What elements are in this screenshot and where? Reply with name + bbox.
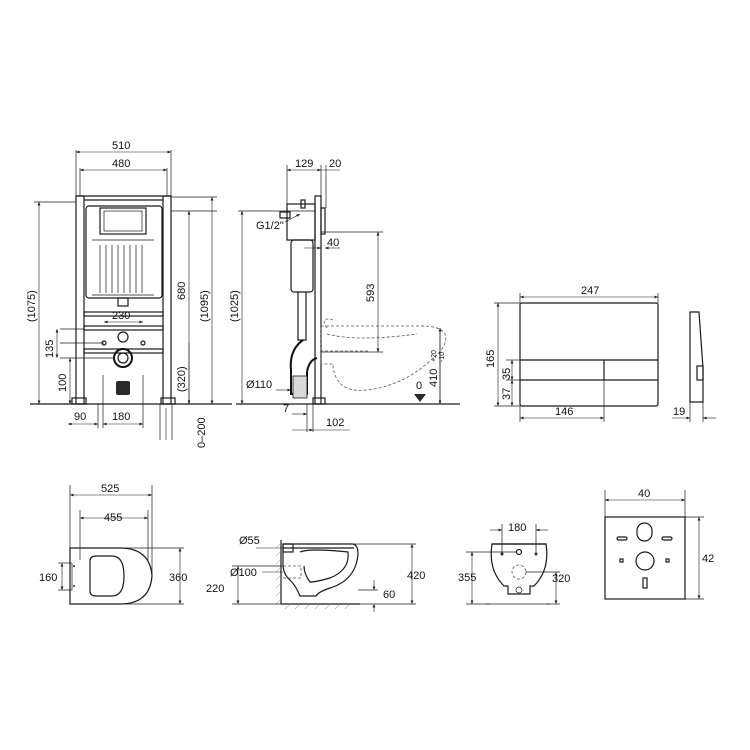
dim-brear-355: 355: [458, 572, 476, 584]
dim-bowl-160: 160: [39, 572, 57, 584]
dim-brear-320: 320: [552, 573, 570, 585]
dim-frame-230: 230: [112, 310, 130, 322]
dim-plate-37: 37: [501, 388, 513, 400]
label-zero: 0: [416, 380, 422, 392]
bowl-rear-outline: [490, 543, 548, 595]
dim-bside-d55: Ø55: [239, 535, 260, 547]
flush-plate-profile: [689, 311, 704, 403]
dim-side-593: 593: [365, 284, 377, 302]
mounting-template: 40 42: [604, 488, 714, 600]
bowl-rear-view: 180 355 320: [458, 522, 570, 605]
frame-front-view: 510 480 (1075) 135 100 680 (1095) (320) …: [26, 140, 232, 448]
dim-bside-60: 60: [383, 589, 395, 601]
dim-frame-90: 90: [74, 411, 86, 423]
dim-tpl-40: 40: [638, 488, 650, 500]
frame-left-post: [75, 195, 85, 405]
frame-right-post: [162, 195, 172, 405]
frame-side-view: 129 20 G1/2" 40 (1025) 593 Ø110 410 +20 …: [229, 158, 460, 432]
flush-plate: [519, 302, 659, 407]
dim-frame-510: 510: [112, 140, 130, 152]
bowl-top-view: 525 455 160 360: [39, 483, 187, 605]
dim-plate-146: 146: [555, 406, 573, 418]
dim-bside-420: 420: [407, 570, 425, 582]
template-sheet: [604, 516, 686, 600]
dim-bside-d100: Ø100: [230, 567, 257, 579]
dim-plate-19: 19: [673, 406, 685, 418]
dim-frame-480: 480: [112, 158, 130, 170]
dim-frame-180: 180: [112, 411, 130, 423]
dim-side-d110: Ø110: [246, 379, 272, 391]
dim-side-102: 102: [326, 417, 344, 429]
dim-frame-0-200: 0–200: [196, 417, 208, 448]
dim-bside-220: 220: [206, 583, 224, 595]
bowl-top-outline: [69, 547, 153, 605]
bowl-side-view: Ø55 Ø100 220 420 60: [206, 535, 425, 612]
frame-side-post: [314, 195, 322, 405]
dim-frame-320: (320): [176, 366, 188, 392]
dim-frame-680: 680: [176, 282, 188, 300]
dim-bowl-360: 360: [169, 572, 187, 584]
dim-frame-135: 135: [44, 340, 56, 358]
dim-side-40: 40: [327, 237, 339, 249]
dim-plate-247: 247: [581, 285, 599, 297]
flush-opening: [99, 207, 147, 235]
dim-side-410: 410: [428, 369, 440, 387]
dim-frame-1075: (1075): [26, 290, 38, 322]
dim-plate-165: 165: [485, 350, 497, 368]
dim-side-129: 129: [295, 158, 313, 170]
flush-plate-view: 247 165 35 37 146 19: [485, 285, 716, 422]
dim-side-410-tol-up: +20: [431, 350, 438, 362]
dim-frame-100: 100: [57, 374, 69, 392]
dim-plate-35: 35: [501, 368, 513, 380]
dim-side-1025: (1025): [229, 290, 241, 322]
dim-tpl-42: 42: [702, 553, 714, 565]
dim-bowl-455: 455: [104, 512, 122, 524]
dim-bowl-525: 525: [101, 483, 119, 495]
drain-pipe-front: [113, 348, 133, 368]
wc-bowl-dashed: [320, 325, 447, 391]
dim-side-7: 7: [283, 403, 289, 415]
dim-brear-180: 180: [508, 522, 526, 534]
dim-side-410-tol-down: -10: [439, 352, 446, 362]
dim-side-20: 20: [329, 158, 341, 170]
dim-frame-1095: (1095): [199, 290, 211, 322]
label-g12: G1/2": [256, 220, 284, 232]
